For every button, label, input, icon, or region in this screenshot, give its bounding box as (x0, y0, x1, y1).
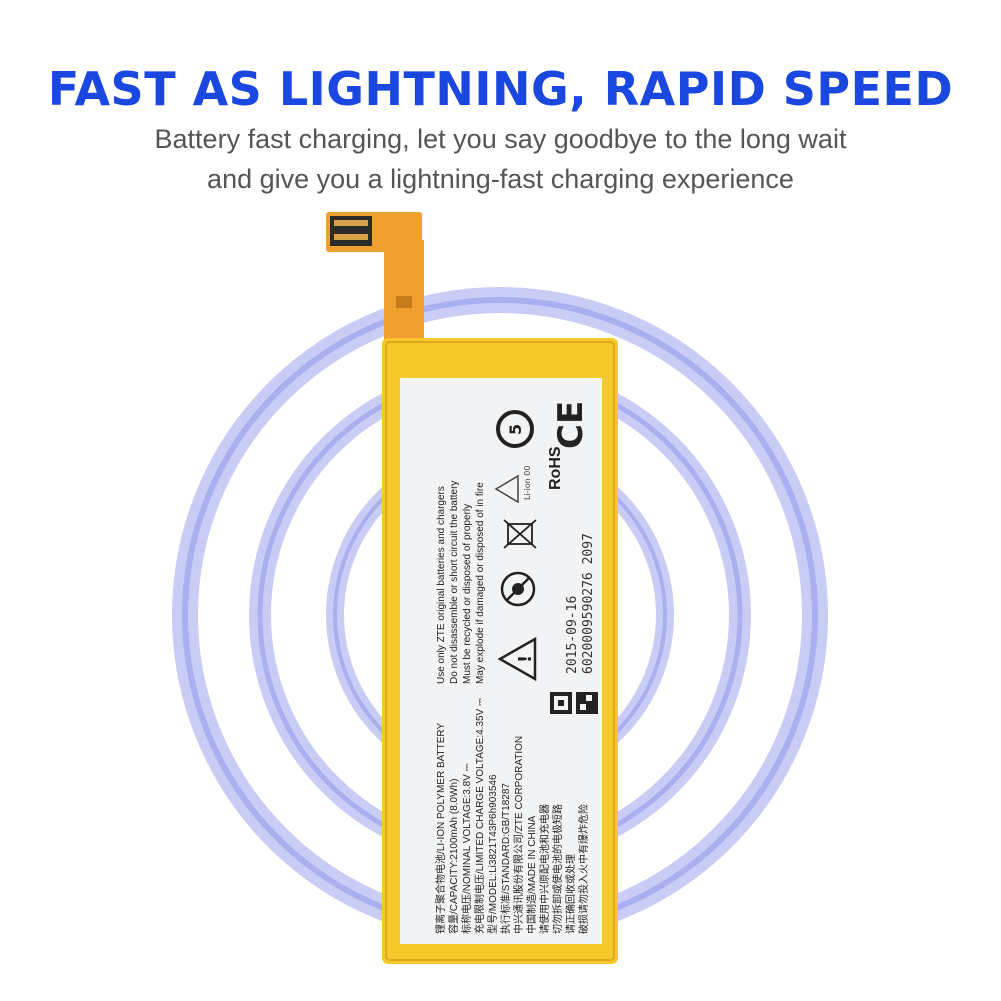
spec-line: 容量/CAPACITY:2100mAh (8.0Wh) (447, 779, 460, 934)
rohs-mark: RoHS (547, 446, 564, 490)
spec-line: 中兴通讯股份有限公司/ZTE CORPORATION (512, 736, 525, 934)
recycle-icon: Li-ion 00 (494, 466, 532, 504)
no-disassemble-icon (500, 571, 536, 607)
flex-cable (326, 212, 424, 350)
warning-line: May explode if damaged or disposed of in… (475, 482, 486, 684)
warning-line: Use only ZTE original batteries and char… (436, 486, 447, 684)
recycle-label: Li-ion 00 (523, 466, 532, 500)
spec-line: 型号/MODEL:Li3821T43P6h903546 (486, 774, 499, 934)
serial-number: 6020009590276 2097 (581, 533, 596, 674)
spec-line: 请正确回收或处理 (564, 854, 577, 934)
crossed-bin-icon (503, 519, 537, 549)
spec-line: 充电限制电压/LIMITED CHARGE VOLTAGE:4.35V ⎓ (473, 698, 486, 934)
spec-line: 执行标准/STANDARD:GB/T18287 (499, 783, 512, 934)
manufacture-date: 2015-09-16 (565, 596, 580, 674)
spec-line: 标称电压/NOMINAL VOLTAGE:3.8V ⎓ (460, 763, 473, 934)
warning-line: Do not disassemble or short circuit the … (449, 481, 460, 684)
warning-triangle-icon: ! (497, 636, 537, 682)
year-mark-icon: 5 (496, 410, 534, 448)
spec-line: 锂离子聚合物电池/LI-ION POLYMER BATTERY (434, 723, 447, 934)
qr-code (550, 692, 598, 714)
svg-text:!: ! (515, 655, 536, 663)
spec-line: 切勿拆卸或使电池的电极短路 (551, 804, 564, 934)
subline-2: and give you a lightning-fast charging e… (207, 164, 794, 194)
subline-1: Battery fast charging, let you say goodb… (154, 124, 847, 154)
spec-text-block: 锂离子聚合物电池/LI-ION POLYMER BATTERY 容量/CAPAC… (434, 698, 590, 934)
spec-line: 破损请勿投入火中有爆炸危险 (577, 804, 590, 934)
ce-mark: CE (551, 401, 591, 449)
warning-text-block: Use only ZTE original batteries and char… (436, 481, 486, 684)
spec-line: 中国制造/MADE IN CHINA (525, 815, 538, 934)
spec-line: 请使用中兴原配电池和充电器 (538, 804, 551, 934)
headline: FAST AS LIGHTNING, RAPID SPEED (47, 62, 954, 116)
svg-text:5: 5 (506, 424, 525, 435)
warning-line: Must be recycled or disposed of properly (462, 504, 473, 684)
